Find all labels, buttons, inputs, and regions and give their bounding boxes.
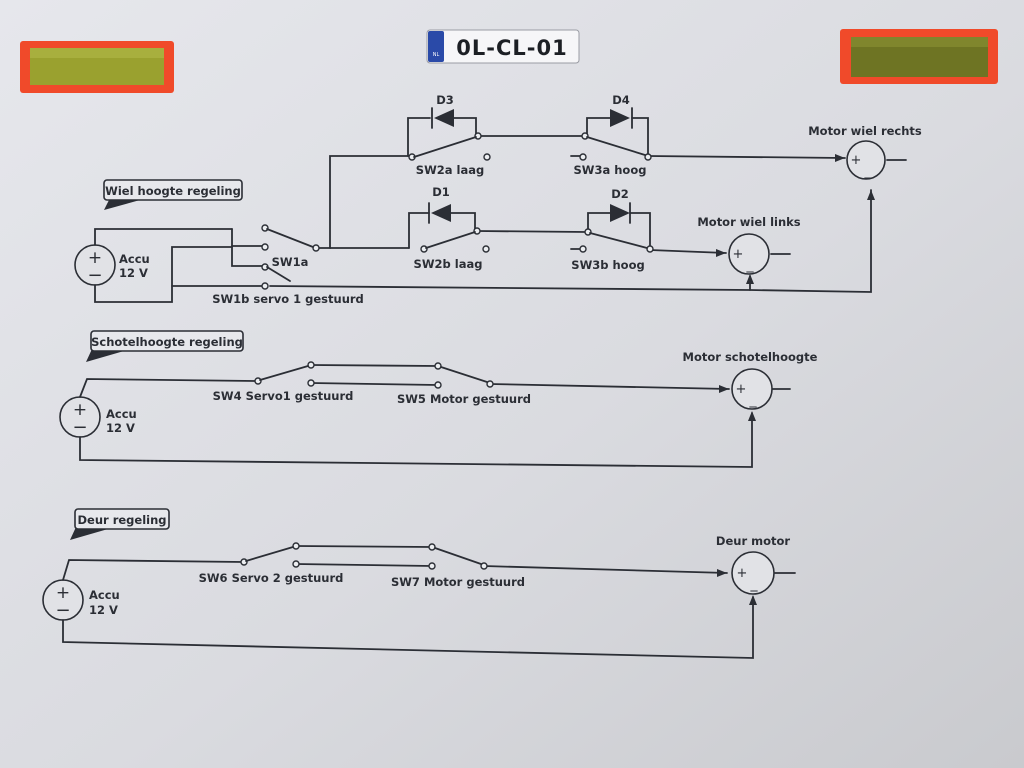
motor-door-symbol: + _	[731, 551, 775, 595]
svg-text:+: +	[851, 153, 862, 168]
label-sw5: SW5 Motor gestuurd	[397, 392, 531, 406]
section-title-tag: Schotelhoogte regeling	[86, 330, 244, 362]
wires	[62, 545, 796, 659]
diode-d4	[610, 107, 633, 129]
svg-text:−: −	[72, 417, 87, 438]
label-sw2b: SW2b laag	[414, 257, 483, 271]
wires	[79, 364, 791, 468]
label-sw3a: SW3a hoog	[574, 163, 647, 177]
label-sw1b: SW1b servo 1 gestuurd	[212, 292, 364, 306]
label-d3: D3	[436, 93, 454, 107]
motor-wheel-left-symbol: + _	[728, 233, 770, 275]
switch-contacts	[240, 542, 488, 570]
label-motor-dish: Motor schotelhoogte	[683, 350, 818, 364]
label-d4: D4	[612, 93, 630, 107]
svg-text:+: +	[56, 583, 70, 603]
battery-source: + −	[42, 579, 84, 621]
battery-name: Accu	[89, 588, 120, 602]
svg-text:−: −	[87, 265, 102, 286]
label-d1: D1	[432, 185, 450, 199]
svg-text:−: −	[55, 600, 70, 621]
label-sw4: SW4 Servo1 gestuurd	[213, 389, 354, 403]
battery-source: + −	[59, 396, 101, 438]
switch-contacts	[261, 132, 654, 290]
switch-contacts	[254, 361, 494, 389]
label-motor-door: Deur motor	[716, 534, 790, 548]
svg-text:+: +	[733, 247, 744, 262]
section-title-tag: Deur regeling	[70, 508, 170, 540]
svg-text:_: _	[749, 392, 758, 408]
label-sw2a: SW2a laag	[416, 163, 484, 177]
battery-voltage: 12 V	[119, 266, 148, 280]
label-d2: D2	[611, 187, 629, 201]
wires	[94, 117, 907, 303]
svg-text:+: +	[88, 248, 102, 268]
label-motor-wheel-left: Motor wiel links	[697, 215, 800, 229]
svg-text:+: +	[73, 400, 87, 420]
battery-source: + −	[74, 244, 116, 286]
battery-voltage: 12 V	[89, 603, 118, 617]
svg-text:_: _	[746, 257, 755, 273]
battery-name: Accu	[119, 252, 150, 266]
label-motor-wheel-right: Motor wiel rechts	[808, 124, 922, 138]
license-plate: NL 0L-CL-01	[426, 29, 580, 64]
label-sw3b: SW3b hoog	[571, 258, 644, 272]
section-wheel-height: Wiel hoogte regeling + − Accu 12 V	[74, 93, 922, 306]
diode-d3	[431, 107, 454, 129]
reflector-left	[20, 41, 174, 93]
svg-text:_: _	[750, 576, 759, 592]
svg-text:+: +	[736, 382, 747, 397]
section-title: Wiel hoogte regeling	[105, 184, 241, 198]
section-title-tag: Wiel hoogte regeling	[103, 179, 243, 210]
section-door: Deur regeling + − Accu 12 V	[42, 508, 796, 659]
label-sw6: SW6 Servo 2 gestuurd	[199, 571, 344, 585]
battery-name: Accu	[106, 407, 137, 421]
reflector-right	[840, 29, 998, 84]
section-title: Schotelhoogte regeling	[91, 335, 243, 349]
plate-country-code: NL	[433, 52, 440, 58]
diode-d1	[428, 202, 451, 224]
plate-number: 0L-CL-01	[456, 36, 567, 60]
motor-dish-symbol: + _	[731, 368, 773, 410]
label-sw1a: SW1a	[272, 255, 309, 269]
diode-d2	[610, 202, 631, 224]
svg-text:_: _	[864, 163, 873, 179]
section-title: Deur regeling	[77, 513, 166, 527]
section-dish-height: Schotelhoogte regeling + − Accu 12 V	[59, 330, 818, 468]
svg-text:+: +	[737, 566, 748, 581]
motor-wheel-right-symbol: + _	[846, 140, 886, 180]
battery-voltage: 12 V	[106, 421, 135, 435]
label-sw7: SW7 Motor gestuurd	[391, 575, 525, 589]
